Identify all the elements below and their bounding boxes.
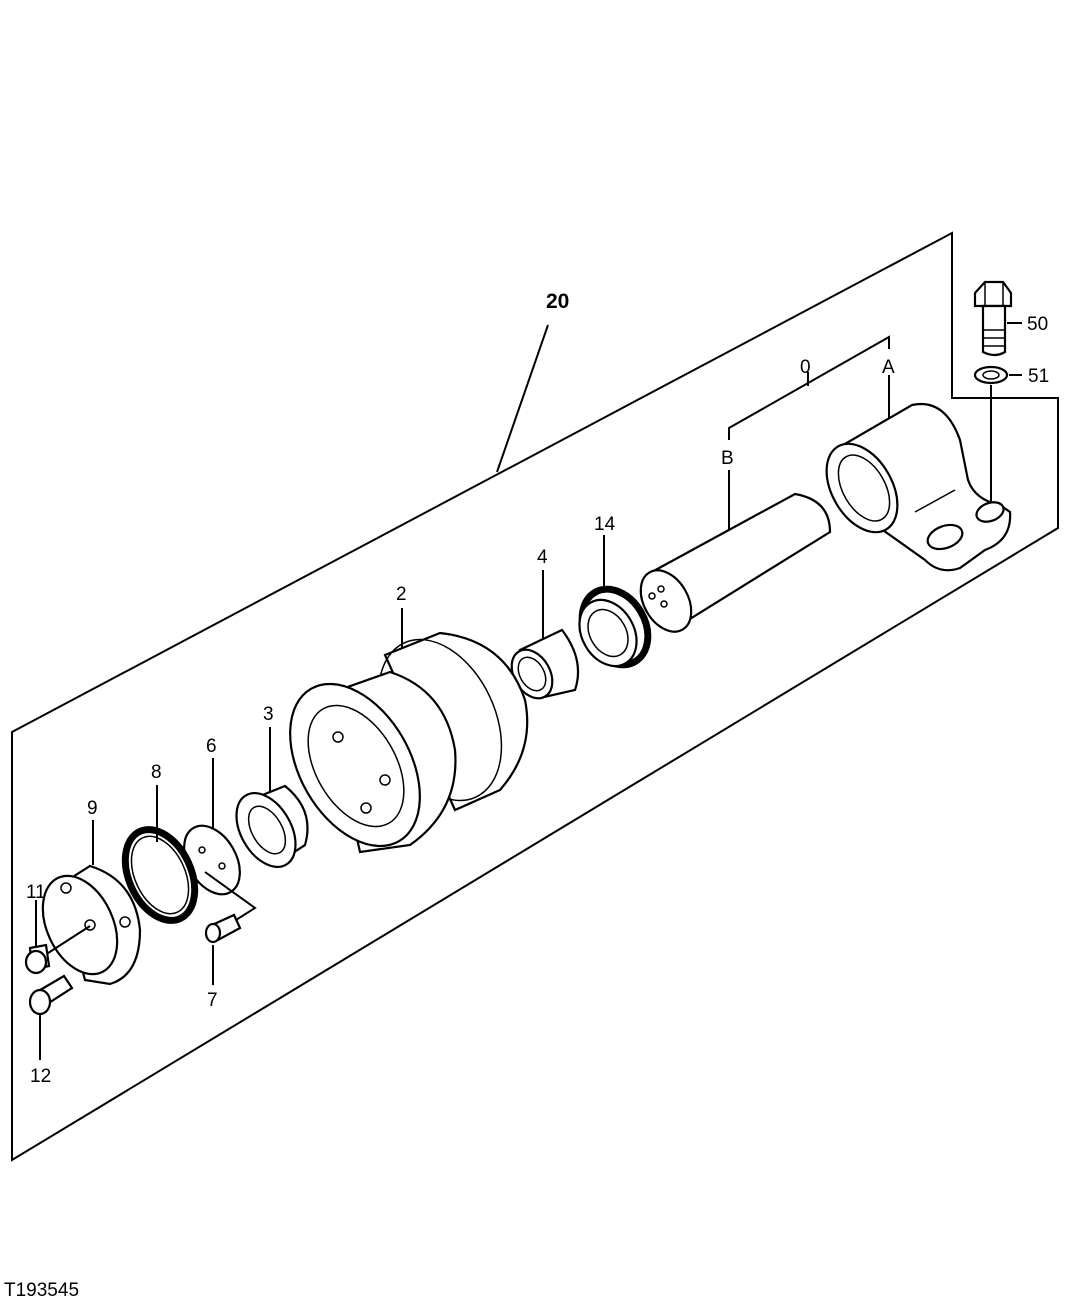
- bracket-0: [728, 335, 890, 440]
- label-B: B: [721, 448, 734, 469]
- label-50: 50: [1027, 314, 1048, 335]
- assembly-outline: [11, 231, 1059, 1162]
- label-0: 0: [800, 357, 811, 378]
- o-ring-8: [121, 785, 199, 924]
- plug-11: [24, 900, 91, 975]
- shaft-B: [639, 470, 832, 633]
- washer-51: [973, 365, 1022, 502]
- collar-3: [235, 727, 309, 868]
- label-11: 11: [26, 882, 46, 903]
- bolt-12: [28, 974, 74, 1060]
- label-51: 51: [1028, 366, 1049, 387]
- roller-2: [289, 608, 529, 854]
- support-bracket-A: [825, 375, 1012, 572]
- screw-7: [204, 913, 242, 985]
- hex-bolt-50: [973, 280, 1022, 357]
- leader-20: [496, 324, 549, 473]
- label-A: A: [882, 357, 895, 378]
- label-9: 9: [87, 798, 98, 819]
- label-6: 6: [206, 736, 217, 757]
- label-14: 14: [594, 514, 616, 535]
- label-4: 4: [537, 547, 548, 568]
- figure-id: T193545: [4, 1280, 79, 1301]
- label-8: 8: [151, 762, 162, 783]
- bushing-4: [510, 570, 580, 700]
- label-12: 12: [30, 1066, 51, 1087]
- cover-9: [41, 820, 142, 986]
- label-3: 3: [263, 704, 274, 725]
- label-20: 20: [546, 290, 569, 313]
- seal-14: [578, 535, 652, 669]
- plate-6: [183, 758, 257, 926]
- label-7: 7: [207, 990, 218, 1011]
- label-2: 2: [396, 584, 407, 605]
